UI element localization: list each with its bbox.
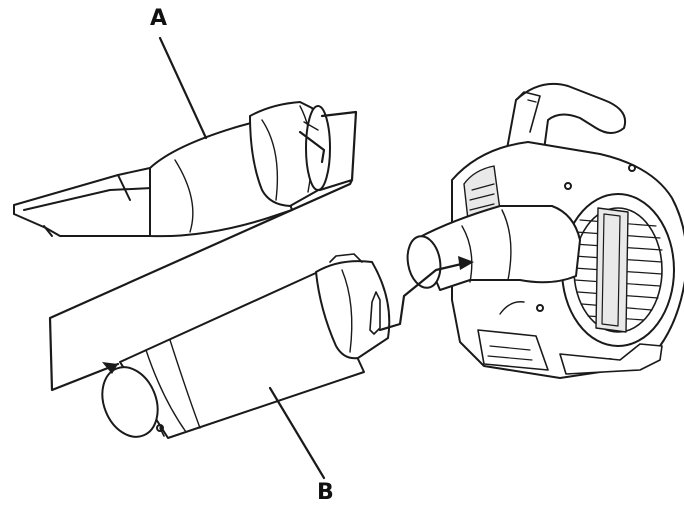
leader-lines [158, 36, 326, 480]
arrowhead-unit [458, 256, 474, 270]
connector-a-to-b [48, 110, 358, 392]
callout-label-a: A [150, 6, 168, 31]
callout-label-b: B [317, 480, 334, 505]
blower-unit [406, 82, 684, 379]
nozzle-tube-a [13, 101, 331, 238]
blower-tube-b [101, 253, 391, 439]
leader-line-a [158, 36, 208, 140]
arrowheads [102, 256, 474, 374]
connector-b-to-unit [378, 260, 472, 332]
assembly-connectors [48, 110, 472, 392]
arrowhead-b [102, 362, 118, 374]
leader-line-b [268, 386, 326, 480]
